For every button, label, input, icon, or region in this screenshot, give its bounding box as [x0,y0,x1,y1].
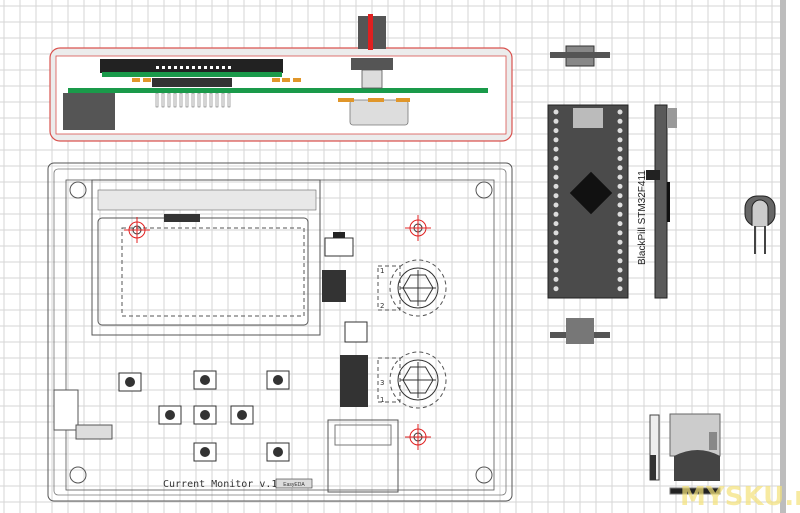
encoders [377,259,447,409]
tactile-button [193,442,217,462]
tactile-button [118,372,142,392]
module-label: BlackPill STM32F411 [637,170,648,265]
module-pins [553,109,623,292]
usb-connector [649,413,721,495]
dc-jack-side [63,93,115,130]
knob-base [351,58,393,70]
scrollbar[interactable] [780,0,786,513]
screw-hole [69,466,87,484]
diodes [322,270,346,302]
svg-text:2: 2 [380,302,384,310]
tactile-button [266,370,290,390]
tactile-button [266,442,290,462]
encoder-body-side [349,99,409,126]
rotary-encoder [377,259,447,317]
screw-hole [69,181,87,199]
regulator [324,237,354,257]
screw-hole [475,181,493,199]
lcd-module-outline [91,179,321,336]
module-side-view [654,104,668,299]
lcd-active-area [121,227,305,317]
lcd-header-pins [155,66,231,108]
enclosure-side-view[interactable] [49,14,513,142]
pcb-title: Current Monitor v.1.0 [163,479,289,490]
easyeda-logo [275,478,313,489]
terminal-block [327,419,399,493]
ic-chip [344,321,368,343]
rotary-encoder [377,351,447,409]
tactile-button [158,405,182,425]
header-socket [152,78,232,87]
tactile-button [193,405,217,425]
mount-holes [124,215,431,450]
svg-text:EasyEDA: EasyEDA [283,482,305,488]
mount-hole [124,217,150,243]
svg-text:1: 1 [380,267,384,275]
tactile-buttons [118,370,290,462]
lcd-side [100,59,283,73]
connector-header [340,355,368,407]
mount-hole [405,424,431,450]
tactile-button [230,405,254,425]
enclosure-front-view[interactable]: Current Monitor v.1.0 EasyEDA 1 2 3 1 [47,162,513,502]
ir-receiver [744,195,776,254]
svg-text:3: 3 [380,379,384,387]
screw-hole [475,466,493,484]
svg-text:1: 1 [380,396,384,404]
pcb-side [68,88,488,93]
dc-jack [53,389,79,431]
watermark: MYSKU.ru [680,482,800,512]
knob-marker [368,14,373,50]
mount-hole [405,215,431,241]
blackpill-module[interactable]: BlackPill STM32F411 [547,45,677,344]
tactile-button [193,370,217,390]
